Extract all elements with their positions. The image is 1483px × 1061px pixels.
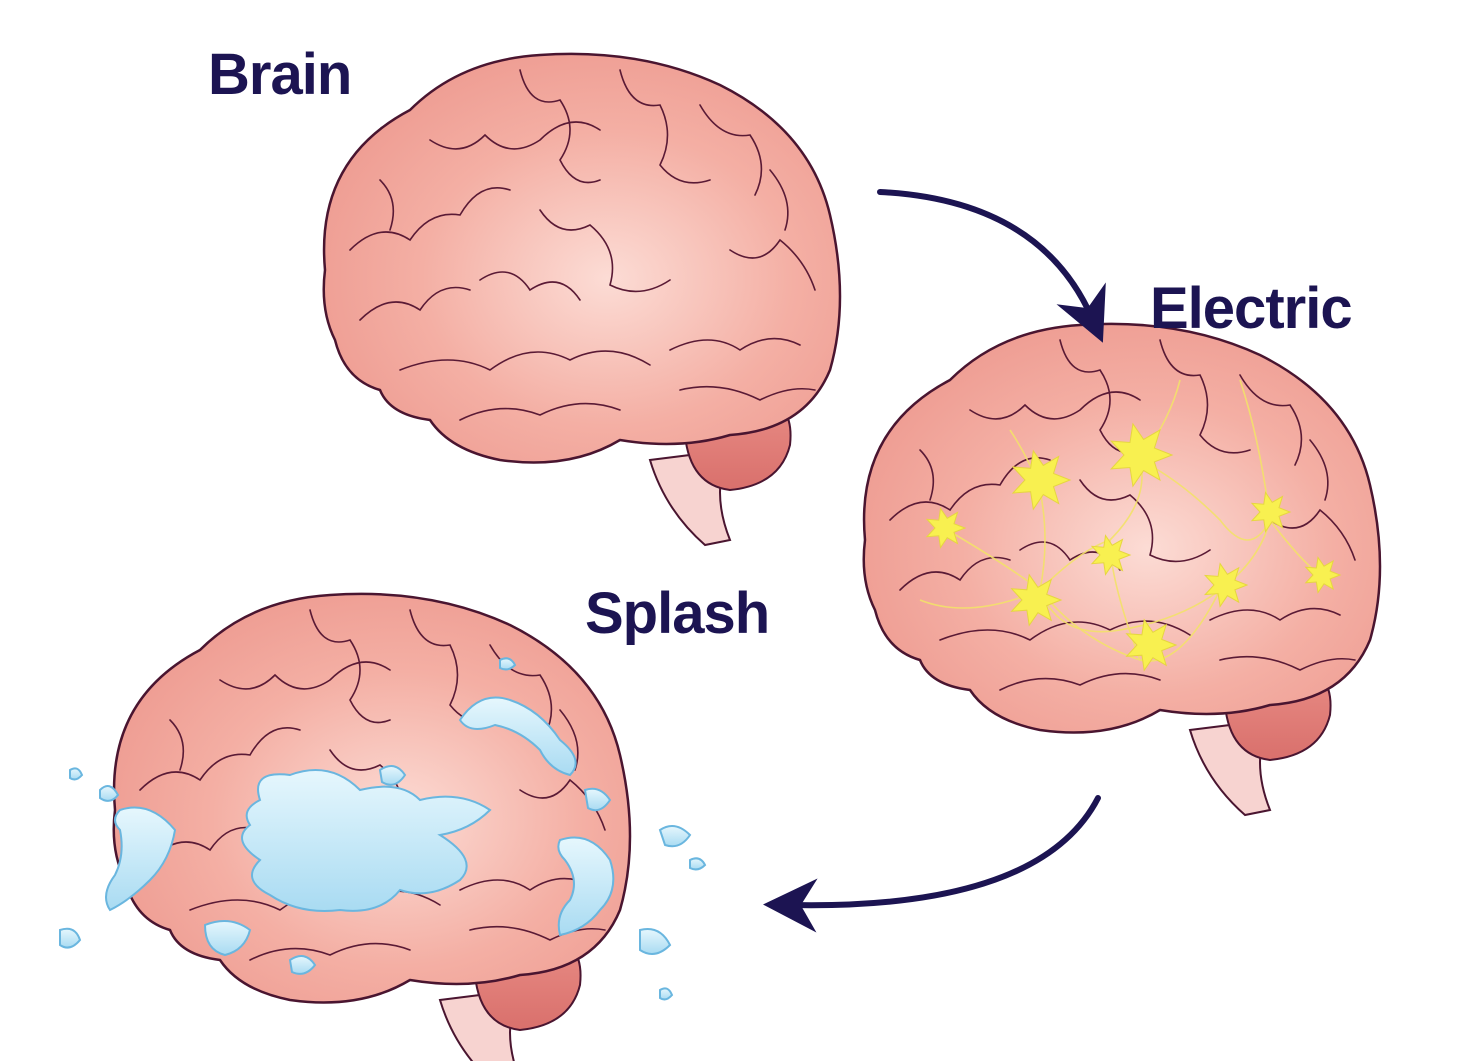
label-brain: Brain	[208, 42, 352, 107]
water-splash	[59, 657, 707, 1001]
arrow-electric-to-splash	[763, 795, 1101, 933]
electric-sparks	[925, 422, 1342, 672]
spark-1	[1011, 449, 1072, 511]
spark-3	[925, 507, 967, 549]
spark-2	[1109, 422, 1174, 488]
label-splash: Splash	[585, 581, 770, 646]
spark-7	[1203, 562, 1249, 608]
spark-4	[1090, 534, 1132, 576]
nerve-lines	[919, 379, 1321, 662]
spark-5	[1010, 573, 1063, 627]
electric-brain-illustration	[862, 322, 1382, 817]
brain-illustration	[322, 52, 842, 547]
label-electric: Electric	[1150, 276, 1353, 341]
spark-9	[1304, 556, 1342, 594]
spark-6	[1125, 618, 1178, 672]
arrow-brain-to-electric	[877, 189, 1106, 343]
spark-8	[1250, 491, 1292, 533]
